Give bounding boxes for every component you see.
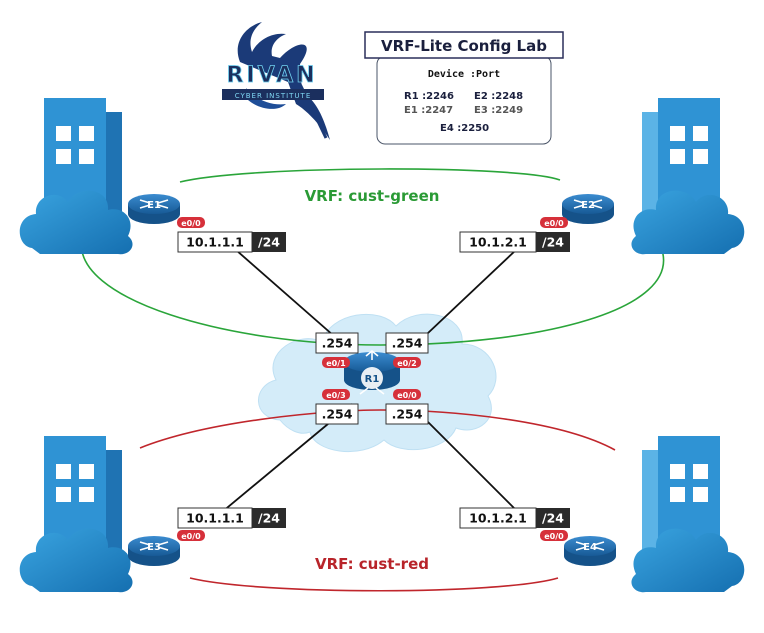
logo-name: RIVAN bbox=[226, 63, 317, 88]
legend-header: Device :Port bbox=[428, 68, 500, 80]
svg-text:.254: .254 bbox=[392, 336, 423, 351]
router-label: E3 bbox=[147, 542, 161, 553]
router-e3[interactable]: E3 bbox=[127, 535, 181, 567]
router-label: E4 bbox=[583, 542, 597, 553]
building-icon-e4 bbox=[631, 436, 745, 593]
vrf-red-label: VRF: cust-red bbox=[315, 555, 429, 573]
legend-e1: E1 :2247 bbox=[404, 105, 453, 116]
router-label: R1 bbox=[365, 374, 380, 385]
router-label: E1 bbox=[147, 200, 161, 211]
svg-text:.254: .254 bbox=[392, 407, 423, 422]
legend-e2: E2 :2248 bbox=[474, 91, 523, 102]
ip-address: 10.1.2.1 bbox=[469, 235, 527, 250]
router-label: E2 bbox=[581, 200, 595, 211]
router-e4[interactable]: E4 bbox=[563, 535, 617, 567]
port-e4-e00: e0/0 bbox=[544, 532, 564, 541]
port-e3-e00: e0/0 bbox=[181, 532, 201, 541]
port-r1-e00: e0/0 bbox=[397, 391, 417, 400]
legend-e3: E3 :2249 bbox=[474, 105, 523, 116]
ip-label-r1-e00: .254 bbox=[385, 403, 429, 425]
vrf-green-ring bbox=[80, 168, 665, 346]
building-icon-e2 bbox=[631, 98, 745, 255]
vrf-red-ring bbox=[139, 409, 616, 592]
port-legend-box: VRF-Lite Config Lab Device :Port R1 :224… bbox=[364, 31, 564, 145]
building-icon-e3 bbox=[19, 436, 133, 593]
ip-label-e4: 10.1.2.1 /24 bbox=[459, 507, 570, 529]
ip-label-e2: 10.1.2.1 /24 bbox=[459, 231, 570, 253]
ip-address: 10.1.1.1 bbox=[186, 235, 244, 250]
port-e2-e00: e0/0 bbox=[544, 219, 564, 228]
svg-text:.254: .254 bbox=[322, 407, 353, 422]
legend-r1: R1 :2246 bbox=[404, 91, 454, 102]
router-r1[interactable]: R1 bbox=[344, 349, 400, 395]
rivan-logo: RIVAN CYBER INSTITUTE bbox=[222, 22, 330, 140]
building-icon-e1 bbox=[19, 98, 133, 255]
ip-label-e1: 10.1.1.1 /24 bbox=[177, 231, 286, 253]
router-e2[interactable]: E2 bbox=[561, 193, 615, 225]
ip-label-r1-e01: .254 bbox=[315, 332, 359, 354]
ip-mask: /24 bbox=[542, 235, 564, 250]
ip-label-e3: 10.1.1.1 /24 bbox=[177, 507, 286, 529]
lab-title: VRF-Lite Config Lab bbox=[381, 37, 547, 55]
ip-mask: /24 bbox=[258, 235, 280, 250]
vrf-green-label: VRF: cust-green bbox=[305, 187, 440, 205]
ip-mask: /24 bbox=[542, 511, 564, 526]
logo-sub: CYBER INSTITUTE bbox=[235, 92, 312, 100]
router-e1[interactable]: E1 bbox=[127, 193, 181, 225]
legend-e4: E4 :2250 bbox=[440, 123, 489, 134]
ip-address: 10.1.1.1 bbox=[186, 511, 244, 526]
ip-label-r1-e02: .254 bbox=[385, 332, 429, 354]
svg-text:.254: .254 bbox=[322, 336, 353, 351]
port-r1-e01: e0/1 bbox=[326, 359, 346, 368]
port-r1-e02: e0/2 bbox=[397, 359, 416, 368]
ip-mask: /24 bbox=[258, 511, 280, 526]
ip-label-r1-e03: .254 bbox=[315, 403, 359, 425]
port-e1-e00: e0/0 bbox=[181, 219, 201, 228]
port-r1-e03: e0/3 bbox=[326, 391, 345, 400]
ip-address: 10.1.2.1 bbox=[469, 511, 527, 526]
